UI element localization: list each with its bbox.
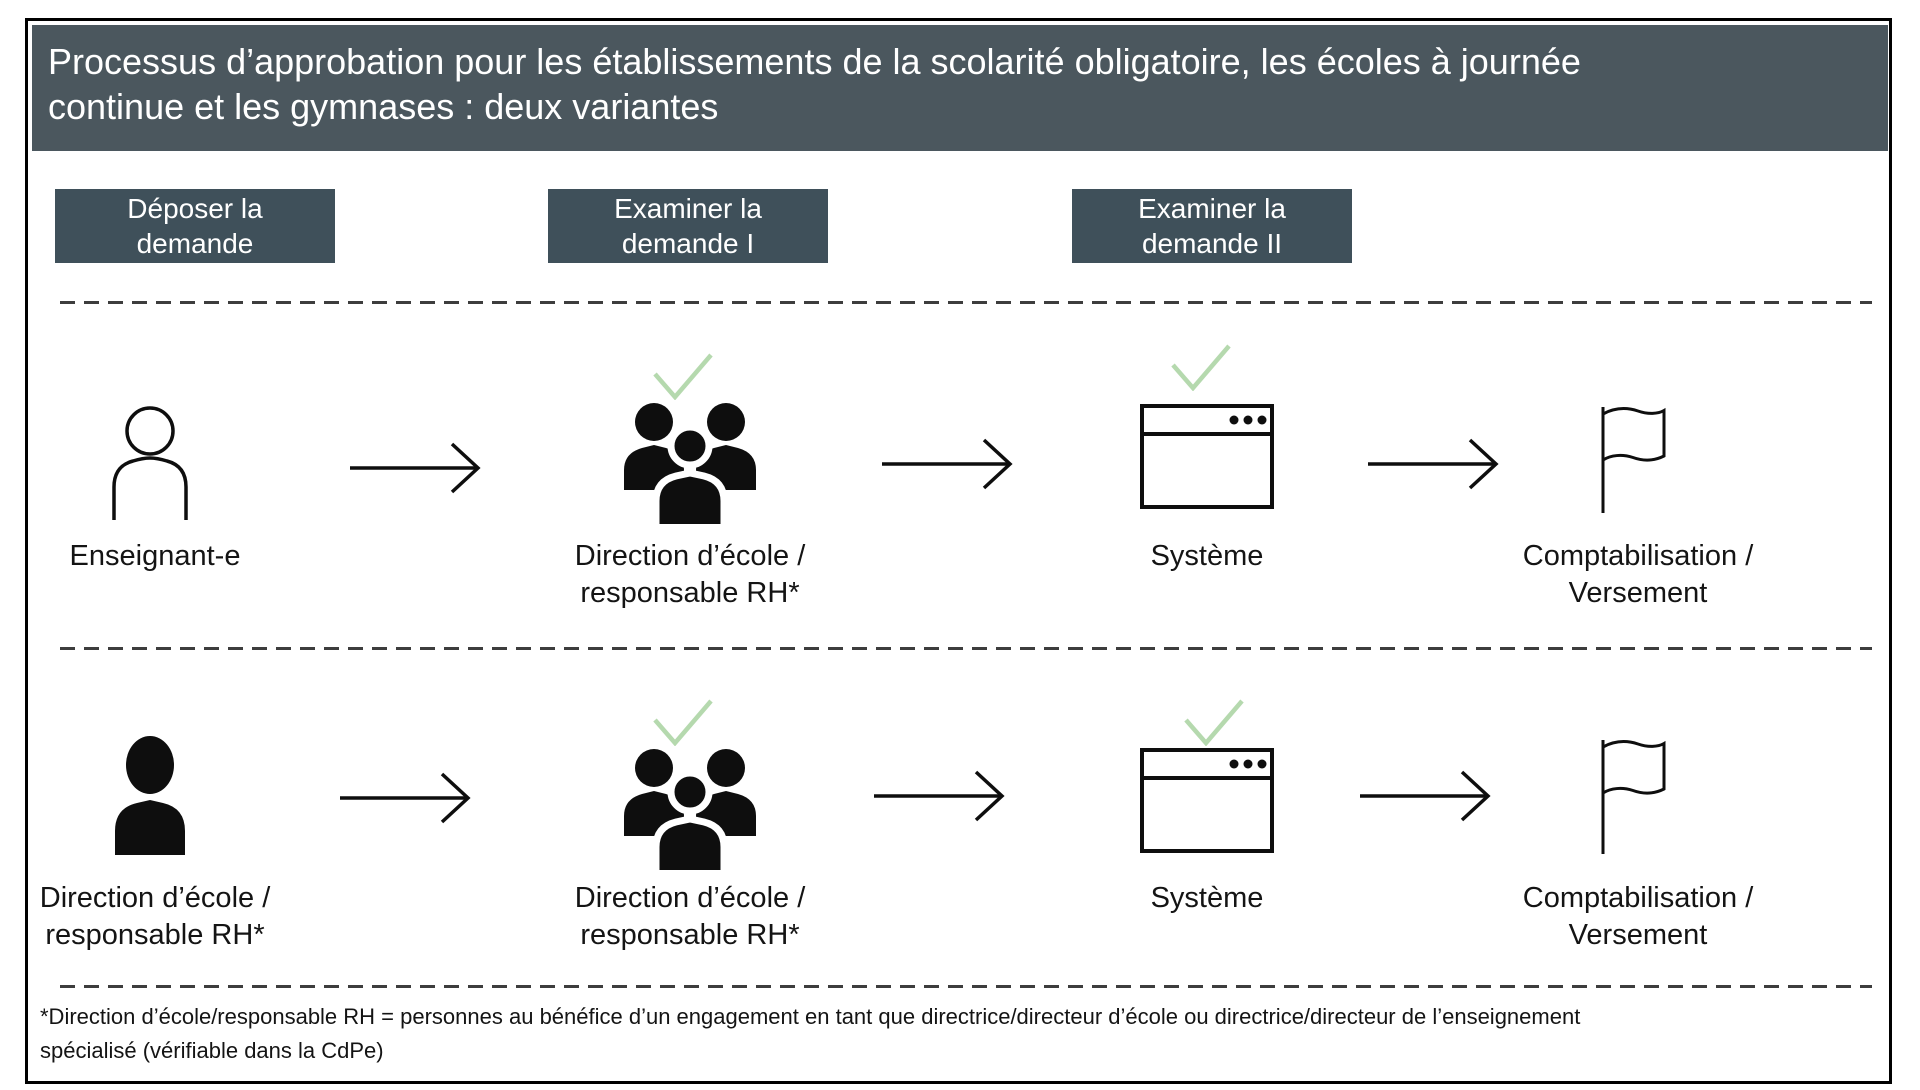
arrow-right-icon bbox=[1360, 770, 1491, 822]
node-enseignant-label: Enseignant-e bbox=[69, 540, 241, 572]
users-group-icon bbox=[624, 749, 756, 870]
phase-header-deposer: Déposer la demande bbox=[55, 189, 335, 263]
node-direction-rh-2-label: Direction d’école / responsable RH* bbox=[574, 882, 806, 951]
flag-icon bbox=[1601, 407, 1666, 513]
arrow-right-icon bbox=[1368, 438, 1499, 490]
system-window-icon bbox=[1140, 748, 1274, 853]
person-filled-icon bbox=[115, 736, 185, 855]
flag-icon bbox=[1601, 740, 1666, 854]
phase-header-examiner-2: Examiner la demande II bbox=[1072, 189, 1352, 263]
approved-checkmark-icon bbox=[653, 699, 713, 746]
system-window-icon bbox=[1140, 404, 1274, 509]
lane-divider-middle bbox=[60, 647, 1872, 650]
arrow-right-icon bbox=[350, 442, 481, 494]
lane-divider-top bbox=[60, 301, 1872, 304]
outer-border bbox=[25, 18, 1892, 1084]
phase-header-examiner-1: Examiner la demande I bbox=[548, 189, 828, 263]
node-comptabilisation-label: Comptabilisation / Versement bbox=[1522, 540, 1754, 609]
arrow-right-icon bbox=[874, 770, 1005, 822]
approved-checkmark-icon bbox=[1171, 344, 1231, 391]
node-systeme-2-label: Système bbox=[1150, 882, 1264, 914]
person-outline-icon bbox=[112, 406, 188, 520]
arrow-right-icon bbox=[340, 772, 471, 824]
footnote: *Direction d’école/responsable RH = pers… bbox=[40, 1004, 1581, 1063]
approved-checkmark-icon bbox=[653, 353, 713, 400]
lane-divider-bottom bbox=[60, 985, 1872, 988]
approved-checkmark-icon bbox=[1184, 699, 1244, 746]
users-group-icon bbox=[624, 403, 756, 524]
node-comptabilisation-2-label: Comptabilisation / Versement bbox=[1522, 882, 1754, 951]
node-direction-rh-source-label: Direction d’école / responsable RH* bbox=[39, 882, 271, 951]
node-direction-rh-label: Direction d’école / responsable RH* bbox=[574, 540, 806, 609]
node-systeme-label: Système bbox=[1150, 540, 1264, 572]
arrow-right-icon bbox=[882, 438, 1013, 490]
diagram-title: Processus d’approbation pour les établis… bbox=[32, 25, 1888, 151]
